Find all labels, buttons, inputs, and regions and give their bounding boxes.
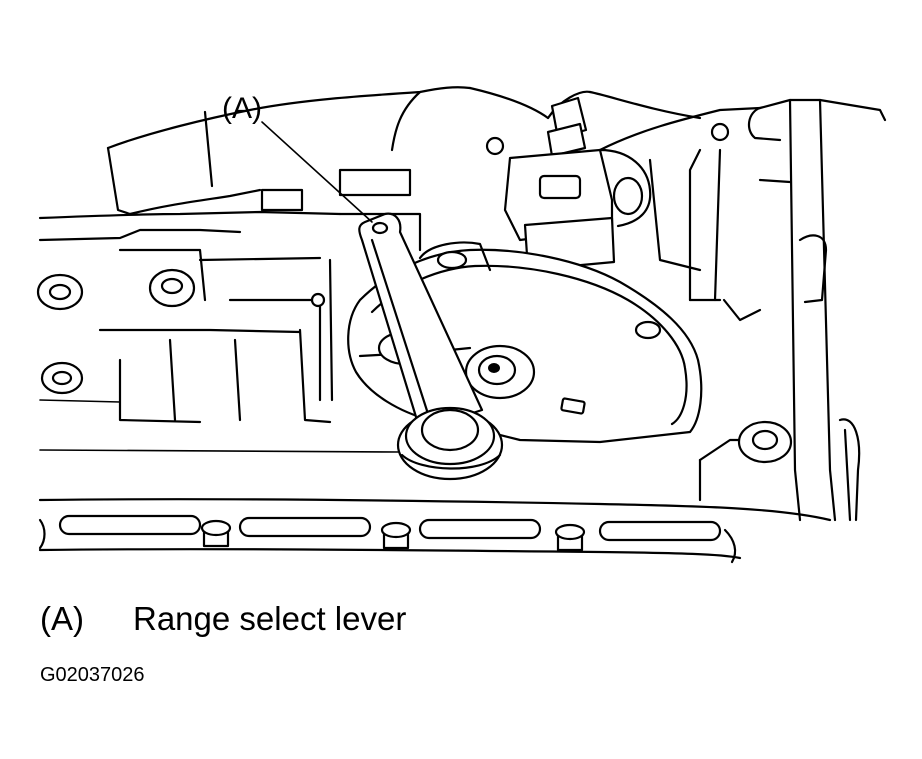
transmission-illustration: (A) [36,86,887,564]
rail-bolt [380,521,412,550]
figure-code: G02037026 [40,664,145,686]
bolt-hole-left-lower [40,361,84,395]
legend-key: (A) [40,600,84,637]
bolt-hole-right [737,420,793,464]
transmission-case [36,86,887,522]
range-select-lever [358,212,504,481]
bolt-hole-left-mid [148,268,196,308]
manual-shaft-hub [396,406,504,481]
legend-text: Range select lever [133,600,407,637]
lower-rail [38,498,832,564]
bolt-hole-left-upper [36,273,84,311]
small-screw-top [310,122,730,308]
connector [503,90,702,272]
callout-label: (A) [222,92,262,125]
callout-a: (A) [222,92,373,223]
rail-bolt [200,519,232,548]
switch-bolt [464,344,536,400]
rail-bolt [554,523,586,552]
